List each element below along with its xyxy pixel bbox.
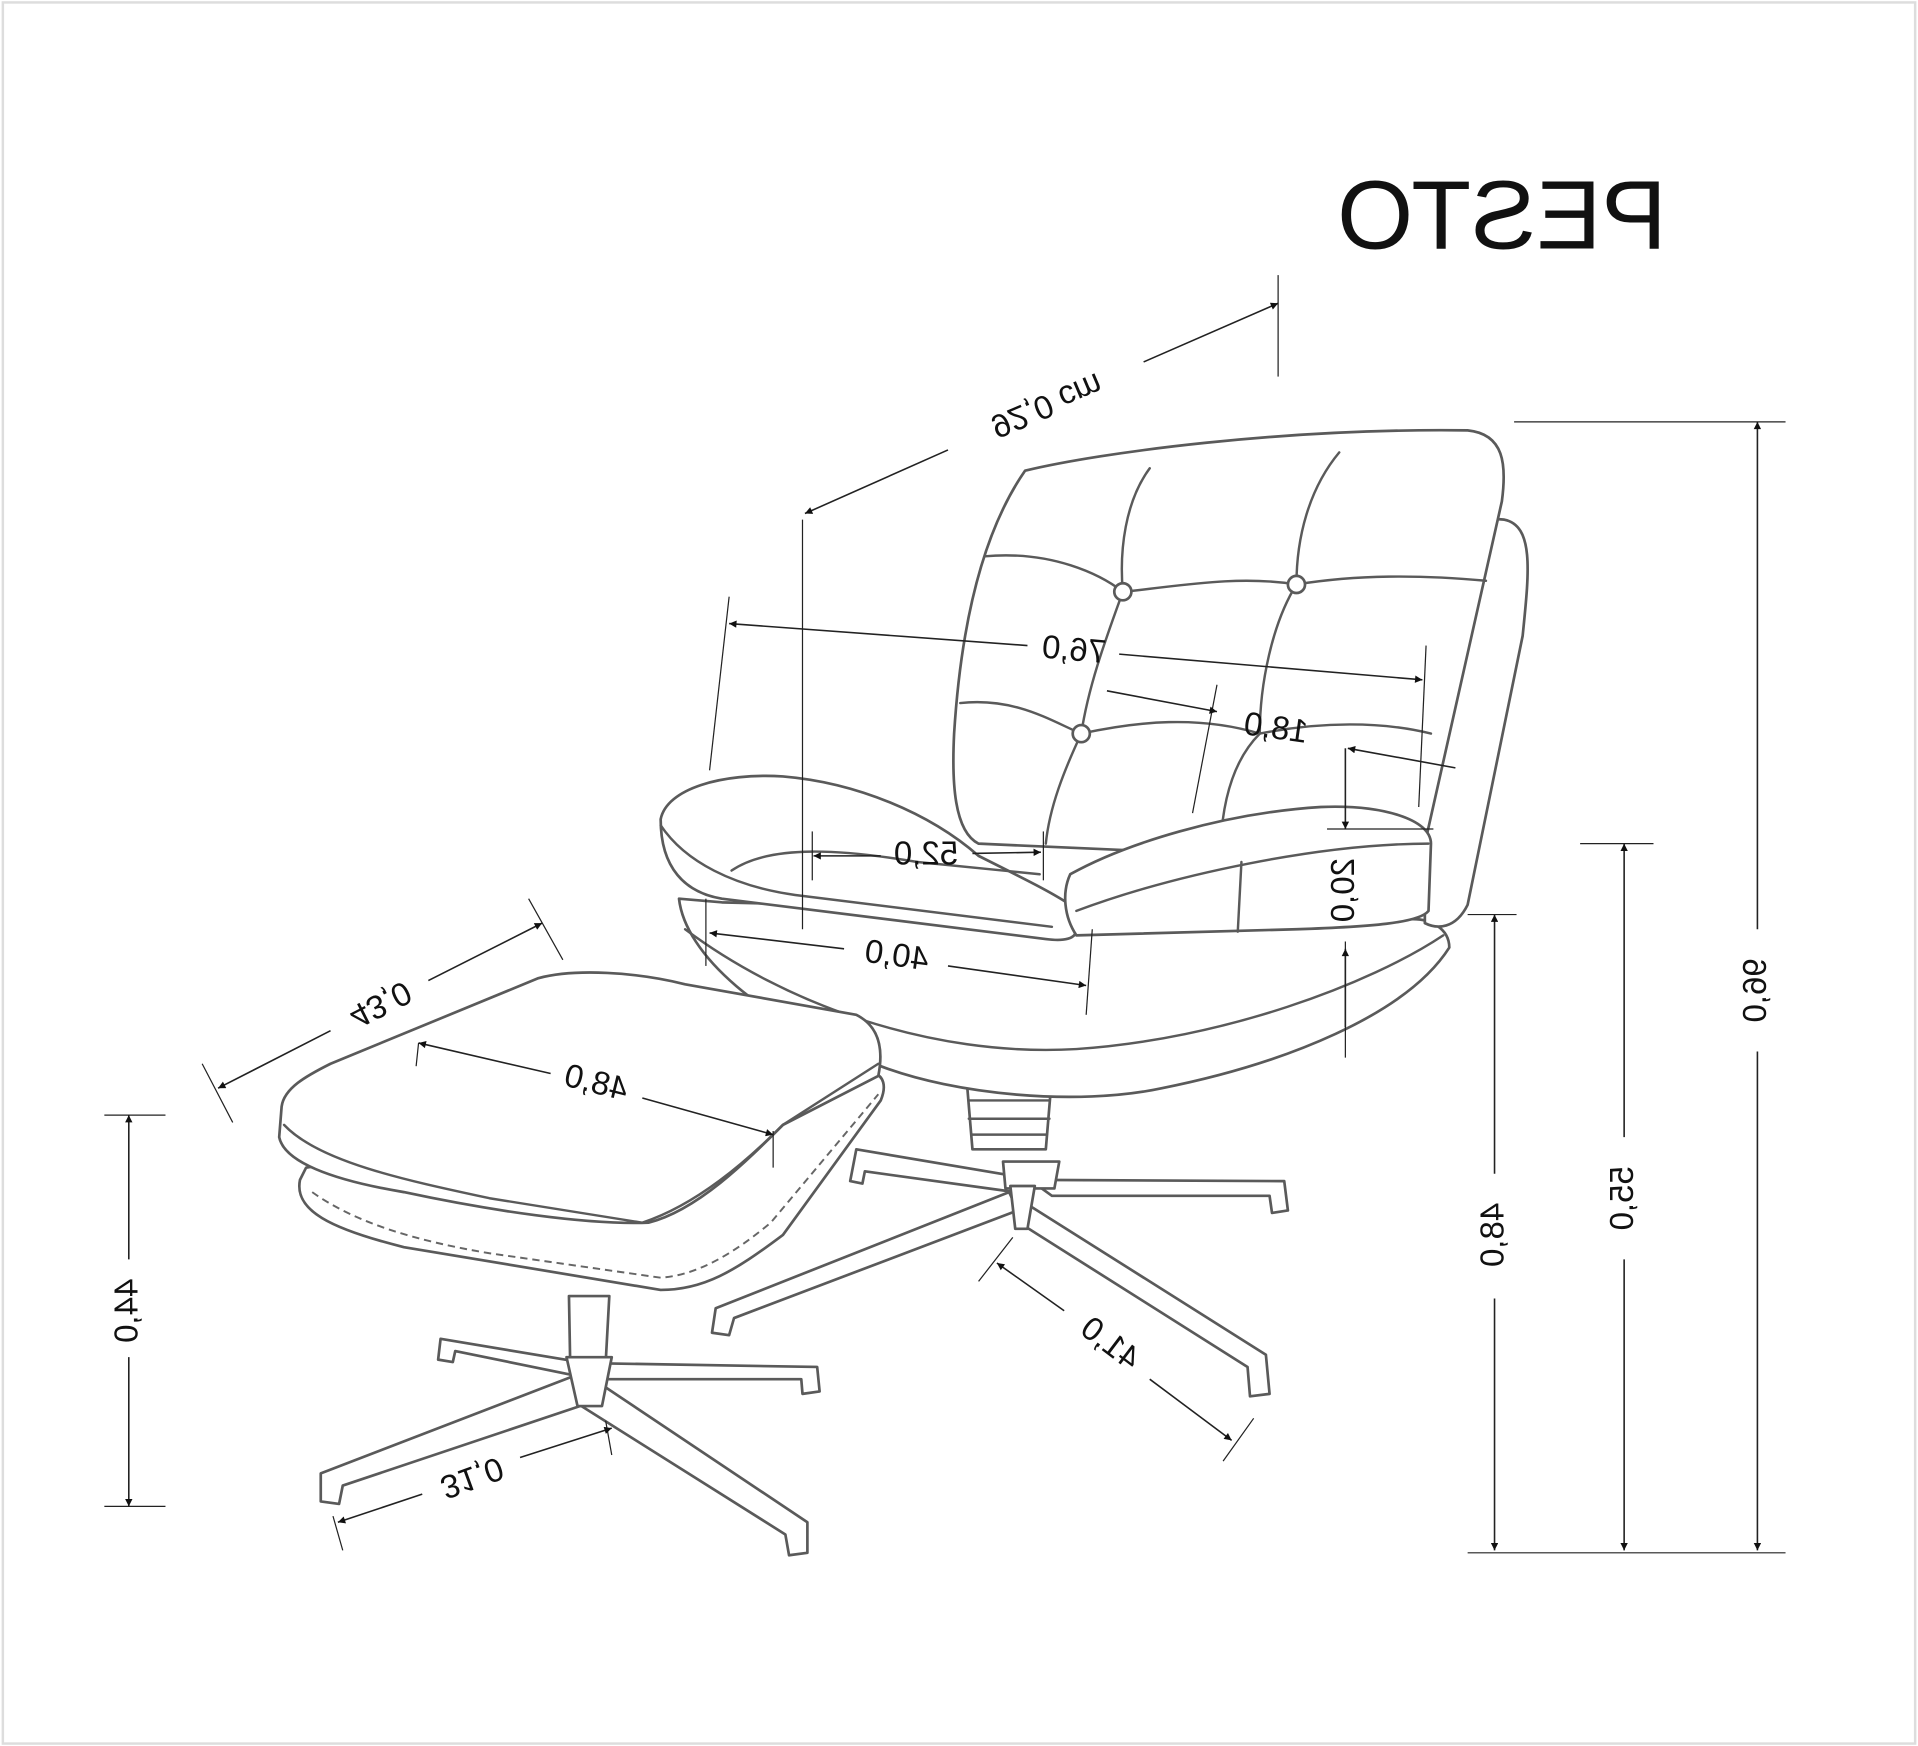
label-seat-width: 52,0	[894, 835, 958, 872]
label-seat-depth: 40,0	[863, 932, 932, 978]
label-chair-base-radius: 41,0	[1074, 1309, 1148, 1377]
label-ottoman-height: 44,0	[108, 1279, 145, 1343]
label-armrest-height: 20,0	[1324, 858, 1361, 922]
label-depth-total: 92,0 cm	[986, 366, 1109, 446]
ottoman-illustration	[277, 971, 886, 1557]
product-title: PESTO	[1337, 159, 1667, 269]
label-width-total: 76,0	[1041, 628, 1108, 670]
label-total-height: 96,0	[1736, 958, 1773, 1022]
label-ottoman-base-radius: 31,0	[436, 1450, 509, 1507]
chair-illustration	[659, 428, 1529, 1398]
label-ottoman-depth: 43,0	[344, 974, 418, 1036]
label-seat-height: 48,0	[1473, 1203, 1510, 1267]
dimension-lines	[125, 302, 1762, 1551]
label-armrest-top-height: 55,0	[1603, 1166, 1640, 1230]
label-armrest-width: 18,0	[1242, 704, 1311, 750]
